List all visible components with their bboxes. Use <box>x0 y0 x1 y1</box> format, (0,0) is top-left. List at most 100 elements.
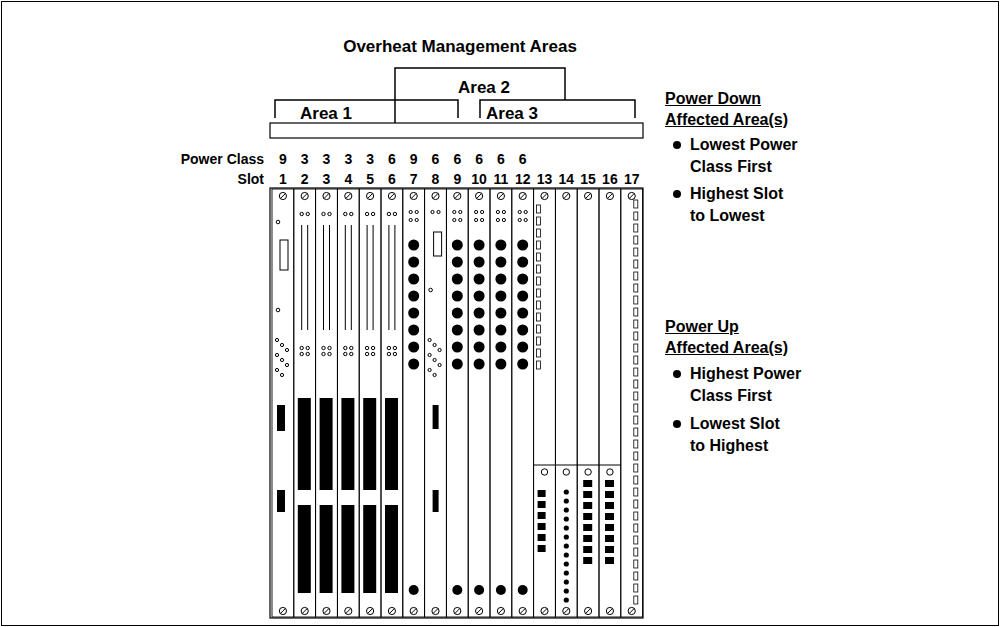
screw-slot <box>542 194 547 199</box>
row-label: Slot <box>140 170 264 188</box>
connector <box>280 240 288 270</box>
led <box>537 289 541 297</box>
led <box>429 288 433 292</box>
panel-screw <box>628 607 635 614</box>
port-block <box>605 502 614 509</box>
card-panel <box>534 189 556 617</box>
display-strip <box>367 225 368 330</box>
led <box>524 210 527 213</box>
led <box>634 308 638 316</box>
fiber-port <box>474 585 484 595</box>
led <box>433 358 436 361</box>
port-block <box>538 512 546 519</box>
screw-slot <box>564 609 569 614</box>
led <box>496 210 499 213</box>
rule-item: Lowest Slot to Highest <box>690 413 790 457</box>
led <box>322 352 325 355</box>
led <box>518 210 521 213</box>
diagram-title: Overheat Management Areas <box>300 36 620 58</box>
fiber-port <box>517 291 528 302</box>
power-class-number: 3 <box>294 150 316 168</box>
pin-dot <box>564 579 569 584</box>
bullet-dot <box>673 370 681 378</box>
led <box>431 210 434 213</box>
port-block <box>277 490 285 512</box>
power-class-number: 3 <box>316 150 338 168</box>
screw-slot <box>389 194 394 199</box>
port-block <box>385 505 398 593</box>
panel-screw <box>367 607 374 614</box>
panel-screw <box>454 607 461 614</box>
led <box>393 352 396 355</box>
led <box>409 218 412 221</box>
screw-slot <box>368 194 373 199</box>
panel-screw <box>454 192 461 199</box>
led <box>634 272 638 280</box>
panel-screw <box>628 192 635 199</box>
led <box>634 332 638 340</box>
panel-screw <box>301 607 308 614</box>
display-strip <box>394 225 395 330</box>
led <box>634 404 638 412</box>
panel-screw <box>432 192 439 199</box>
led <box>453 218 456 221</box>
pin-dot <box>564 534 569 539</box>
fiber-port <box>452 291 463 302</box>
panel-screw <box>476 607 483 614</box>
port-block <box>341 398 354 490</box>
led <box>537 313 541 321</box>
pin-dot <box>564 489 569 494</box>
power-class-number: 3 <box>359 150 381 168</box>
led <box>634 344 638 352</box>
pin-dot <box>564 597 569 602</box>
port-block <box>320 398 333 490</box>
fiber-port <box>474 257 485 268</box>
led <box>537 325 541 333</box>
panel-screw <box>563 607 570 614</box>
led <box>634 428 638 436</box>
fiber-port <box>408 359 419 370</box>
pin-dot <box>564 570 569 575</box>
slot-number: 15 <box>577 170 599 188</box>
slot-number: 13 <box>534 170 556 188</box>
screw-slot <box>280 194 285 199</box>
led <box>415 210 418 213</box>
fiber-port <box>408 325 419 336</box>
chassis-top-band <box>270 123 643 138</box>
fiber-port <box>474 308 485 319</box>
card-group <box>272 141 681 617</box>
display-strip <box>307 225 308 330</box>
fiber-port <box>408 240 419 251</box>
fiber-port <box>517 325 528 336</box>
led <box>634 500 638 508</box>
fiber-port <box>496 585 506 595</box>
led <box>344 346 347 349</box>
port-block <box>605 557 614 564</box>
screw-slot <box>607 194 612 199</box>
port-block <box>538 545 546 552</box>
fiber-port <box>495 274 506 285</box>
pin-dot <box>564 561 569 566</box>
fiber-port <box>408 257 419 268</box>
screw-slot <box>520 609 525 614</box>
panel-screw <box>585 607 592 614</box>
led <box>438 363 441 366</box>
screw-slot <box>302 194 307 199</box>
led <box>300 212 303 215</box>
led <box>459 218 462 221</box>
slot-number: 6 <box>381 170 403 188</box>
led <box>322 346 325 349</box>
led <box>537 217 541 225</box>
fiber-port <box>517 240 528 251</box>
led <box>387 212 390 215</box>
led <box>328 212 331 215</box>
led <box>537 265 541 273</box>
panel-screw <box>279 192 286 199</box>
fiber-port <box>517 257 528 268</box>
subpanel-edge <box>577 465 599 466</box>
pin-dot <box>564 516 569 521</box>
screw-slot <box>498 609 503 614</box>
led <box>428 368 431 371</box>
fiber-port <box>452 274 463 285</box>
display-strip <box>323 225 324 330</box>
